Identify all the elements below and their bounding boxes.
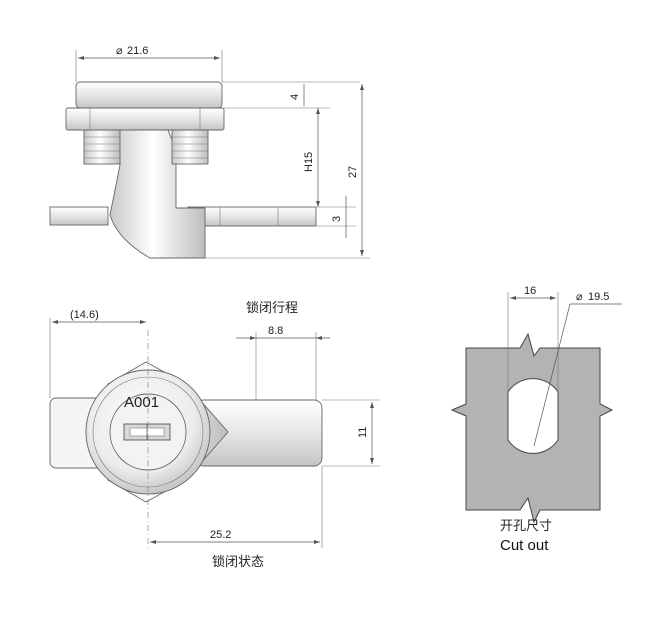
locked-state-label: 锁闭状态 bbox=[212, 554, 264, 570]
front-view: A001 (14.6) 锁闭行程 8.8 11 25.2 锁闭状态 bbox=[49, 300, 380, 570]
cutout-hole bbox=[507, 378, 559, 454]
locked-length-label: 25.2 bbox=[210, 529, 231, 541]
thread-left bbox=[83, 129, 121, 165]
lock-head bbox=[75, 81, 223, 109]
cam-thickness-label: 3 bbox=[331, 216, 343, 222]
cam-left-stub bbox=[49, 206, 109, 226]
lock-travel-label: 锁闭行程 bbox=[246, 300, 298, 316]
cutout-diameter-label: 19.5 bbox=[588, 291, 609, 303]
cam-width-label: 11 bbox=[357, 427, 369, 438]
grip-label: H15 bbox=[303, 152, 315, 172]
side-diameter-label: 21.6 bbox=[127, 45, 148, 57]
cam-arm bbox=[187, 206, 317, 227]
thread-right bbox=[171, 129, 209, 165]
cutout-view: 16 ⌀ 19.5 开孔尺寸 Cut out bbox=[450, 285, 622, 554]
flat-width-label: 16 bbox=[524, 285, 536, 297]
head-height-label: 4 bbox=[289, 94, 301, 100]
cutout-diameter-symbol: ⌀ bbox=[576, 291, 583, 303]
side-view: ⌀ 21.6 4 H15 3 27 bbox=[49, 45, 370, 259]
cutout-label-en: Cut out bbox=[500, 537, 549, 554]
key-code: A001 bbox=[124, 394, 159, 411]
total-height-label: 27 bbox=[347, 166, 359, 178]
ref-offset-label: (14.6) bbox=[70, 309, 99, 321]
travel-label: 8.8 bbox=[268, 325, 283, 337]
side-diameter-symbol: ⌀ bbox=[116, 45, 123, 57]
cutout-label-cn: 开孔尺寸 bbox=[500, 519, 552, 534]
